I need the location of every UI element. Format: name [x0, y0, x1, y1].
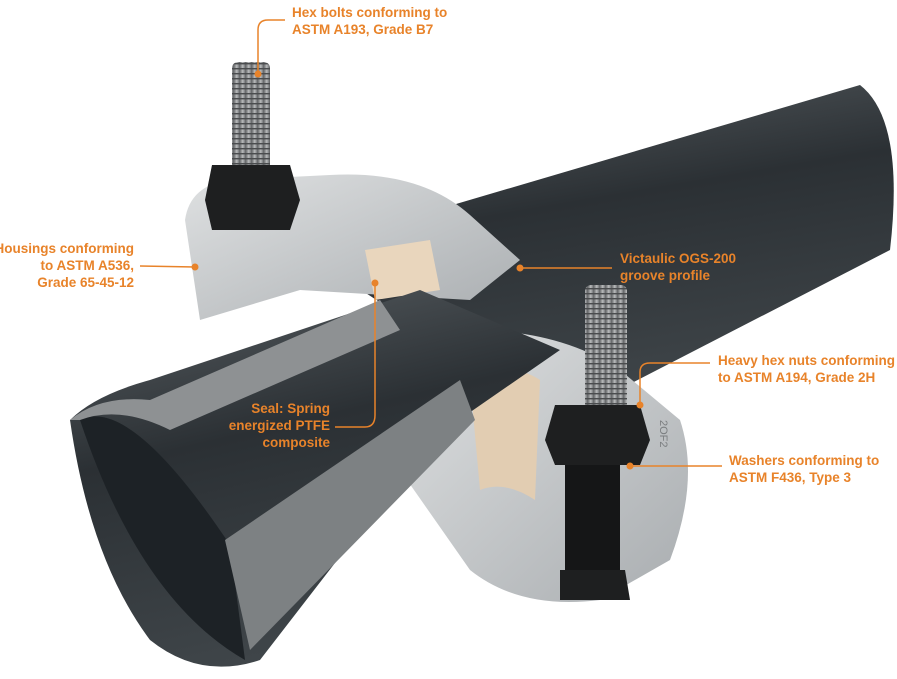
callout-line: to ASTM A536,	[40, 258, 134, 273]
callout-housings: Housings conforming to ASTM A536, Grade …	[0, 240, 134, 291]
bolt-lower	[585, 285, 627, 425]
seal	[365, 240, 440, 300]
callout-line: Washers conforming to	[729, 453, 880, 468]
callout-line: ASTM F436, Type 3	[729, 470, 852, 485]
callout-hex-bolts: Hex bolts conforming to ASTM A193, Grade…	[292, 4, 447, 38]
callout-seal: Seal: Spring energized PTFE composite	[229, 400, 330, 451]
nut-upper	[205, 165, 300, 230]
callout-line: ASTM A193, Grade B7	[292, 22, 434, 37]
callout-line: Victaulic OGS-200	[620, 251, 737, 266]
callout-washers: Washers conforming to ASTM F436, Type 3	[729, 452, 879, 486]
callout-line: Seal: Spring	[251, 401, 330, 416]
callout-nuts: Heavy hex nuts conforming to ASTM A194, …	[718, 352, 895, 386]
callout-line: Heavy hex nuts conforming	[718, 353, 896, 368]
callout-line: Hex bolts conforming to	[292, 5, 448, 20]
leader-lines	[139, 19, 722, 467]
callout-line: composite	[262, 435, 330, 450]
callout-line: Housings conforming	[0, 241, 134, 256]
callout-groove: Victaulic OGS-200 groove profile	[620, 250, 736, 284]
bolt-upper	[232, 62, 270, 172]
callout-line: groove profile	[620, 268, 711, 283]
callout-line: to ASTM A194, Grade 2H	[718, 370, 876, 385]
housing-marking: 2OF2	[657, 420, 669, 448]
nut-lower	[545, 405, 650, 465]
callout-line: energized PTFE	[228, 418, 330, 433]
callout-line: Grade 65-45-12	[37, 275, 134, 290]
